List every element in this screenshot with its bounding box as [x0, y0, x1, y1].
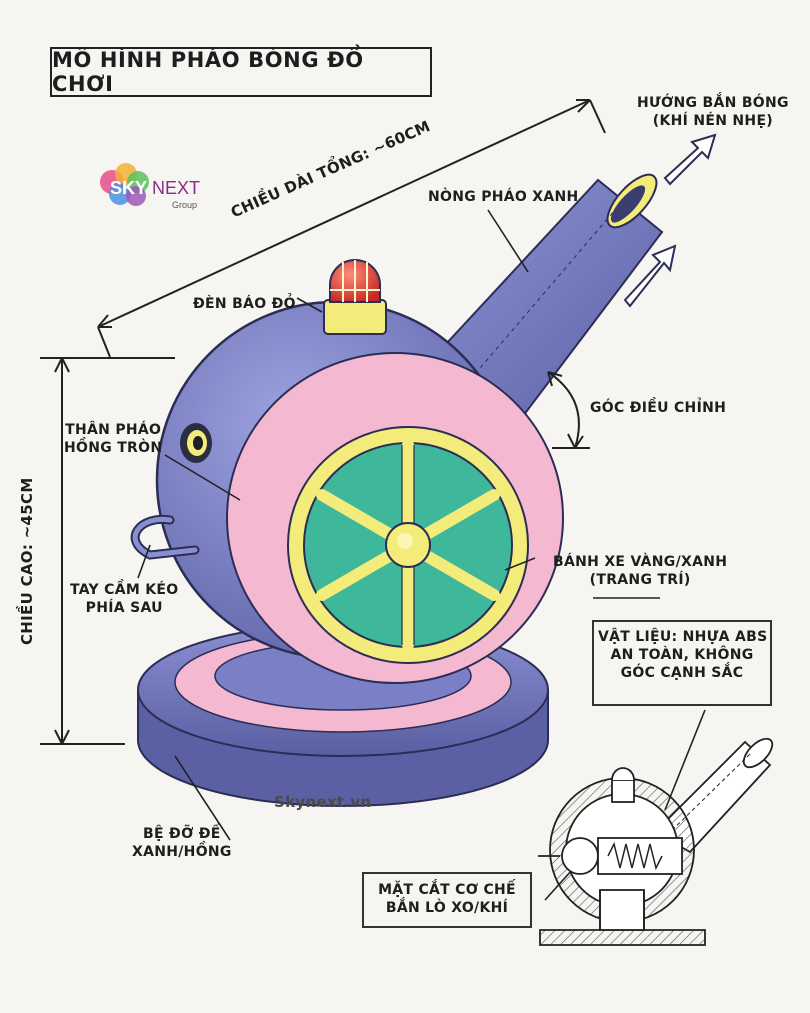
cross-section-drawing	[538, 737, 774, 946]
material-box	[592, 620, 772, 706]
label-wheel: BÁNH XE VÀNG/XANH (TRANG TRÍ)	[553, 554, 728, 588]
svg-text:SKY: SKY	[110, 178, 147, 198]
label-barrel: NÒNG PHÁO XANH	[428, 189, 579, 205]
cross-section-box	[362, 872, 532, 928]
label-adjust-angle: GÓC ĐIỀU CHỈNH	[590, 400, 727, 416]
svg-text:Group: Group	[172, 200, 197, 210]
page-title: MÔ HÌNH PHÁO BÓNG ĐỒ CHƠI	[52, 48, 364, 96]
label-base: BỆ ĐỠ ĐẾ XANH/HỒNG	[132, 826, 232, 860]
svg-text:NEXT: NEXT	[152, 178, 200, 198]
dimension-lines	[40, 99, 606, 745]
red-light	[323, 259, 387, 335]
decorative-wheel	[287, 426, 529, 664]
label-shoot-direction: HƯỚNG BẮN BÓNG (KHÍ NÉN NHẸ)	[637, 95, 789, 129]
label-material: VẬT LIỆU: NHỰA ABS AN TOÀN, KHÔNG GÓC CẠ…	[598, 629, 768, 681]
website-text: Skynext.vn	[274, 793, 372, 811]
label-cross-section: MẶT CẮT CƠ CHẾ BẮN LÒ XO/KHÍ	[378, 882, 516, 916]
logo-mark: SKY NEXT Group	[100, 163, 200, 210]
label-handle: TAY CẦM KÉO PHÍA SAU	[70, 582, 179, 616]
label-red-light: ĐÈN BÁO ĐỎ	[193, 296, 296, 312]
label-height: CHIỀU CAO: ~45CM	[18, 477, 36, 645]
skynext-logo: SKY NEXT Group	[98, 160, 228, 220]
label-body: THÂN PHÁO HỒNG TRÒN	[64, 422, 163, 456]
shoot-direction-arrows	[623, 133, 717, 308]
title-box: MÔ HÌNH PHÁO BÓNG ĐỒ CHƠI	[50, 47, 432, 97]
